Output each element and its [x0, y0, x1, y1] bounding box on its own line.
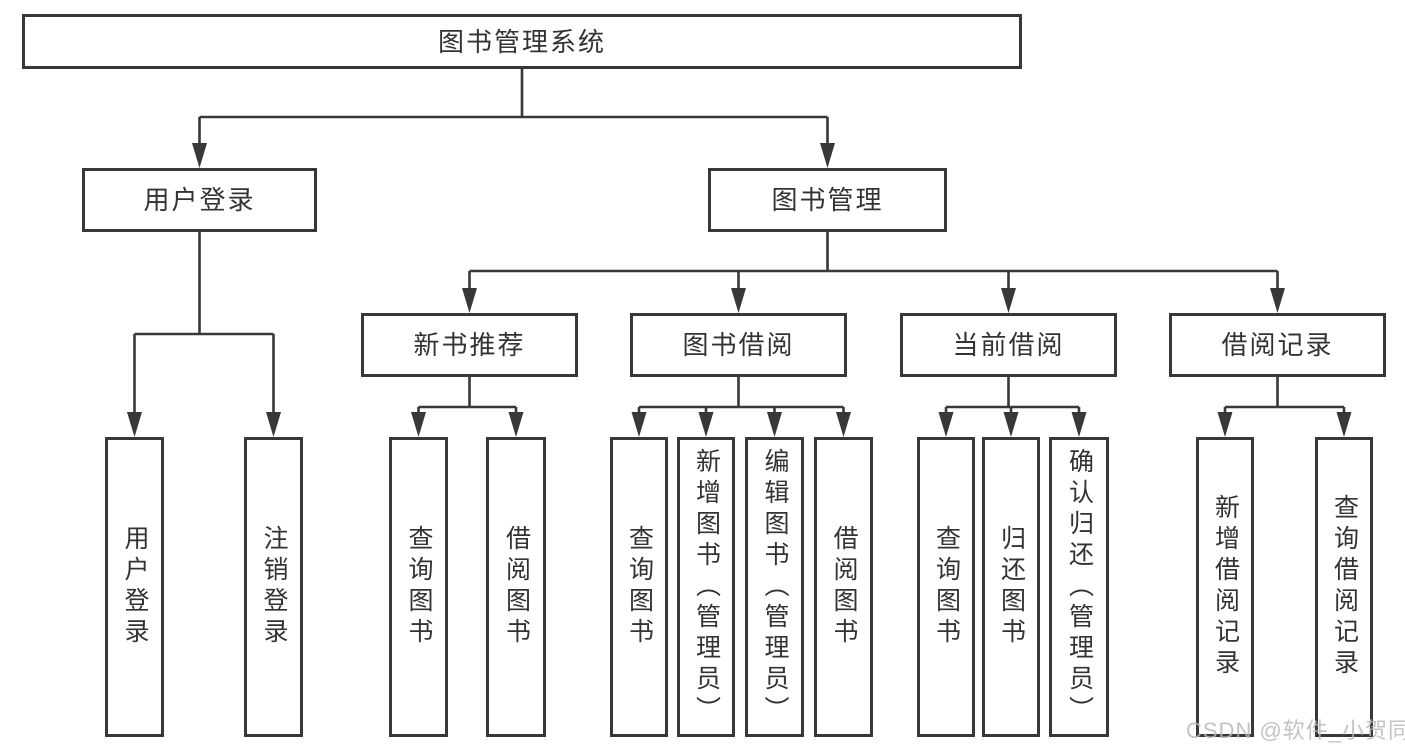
csdn-watermark: CSDN @软件_小贺同学	[1186, 718, 1405, 743]
arrow-down-icon	[1336, 412, 1352, 437]
arrow-down-icon	[462, 288, 477, 313]
leaf-query-borrow-record: 查询借阅记录	[1315, 437, 1373, 737]
arrow-down-icon	[820, 143, 835, 168]
arrow-down-icon	[1270, 288, 1285, 313]
arrow-down-icon	[127, 412, 142, 437]
node-book-borrow: 图书借阅	[630, 313, 847, 377]
leaf-add-borrow-record: 新增借阅记录	[1196, 437, 1254, 737]
leaf-add-books-admin: 新增图书（管理员）	[677, 437, 735, 737]
leaf-confirm-return-admin: 确认归还（管理员）	[1049, 437, 1109, 737]
arrow-down-icon	[1001, 288, 1016, 313]
arrow-down-icon	[266, 412, 281, 437]
node-current-borrow: 当前借阅	[900, 313, 1117, 377]
arrow-down-icon	[631, 412, 647, 437]
arrow-down-icon	[1217, 412, 1233, 437]
leaf-borrow-books-recommend: 借阅图书	[486, 437, 546, 737]
leaf-user-login: 用户登录	[105, 437, 164, 737]
leaf-query-books-borrow: 查询图书	[610, 437, 668, 737]
node-root-library-system: 图书管理系统	[22, 14, 1022, 69]
arrow-down-icon	[767, 412, 782, 437]
leaf-edit-books-admin: 编辑图书（管理员）	[745, 437, 804, 737]
arrow-down-icon	[1071, 412, 1087, 437]
arrow-down-icon	[731, 288, 746, 313]
leaf-query-books-current: 查询图书	[917, 437, 975, 737]
leaf-query-books-recommend: 查询图书	[389, 437, 448, 737]
arrow-down-icon	[192, 143, 207, 168]
arrow-down-icon	[836, 412, 851, 437]
arrow-down-icon	[508, 412, 524, 437]
node-new-book-recommend: 新书推荐	[361, 313, 578, 377]
leaf-return-books: 归还图书	[982, 437, 1040, 737]
node-borrow-records: 借阅记录	[1169, 313, 1386, 377]
arrow-down-icon	[698, 412, 714, 437]
arrow-down-icon	[938, 412, 954, 437]
node-user-login: 用户登录	[82, 168, 317, 232]
leaf-borrow-books: 借阅图书	[814, 437, 873, 737]
arrow-down-icon	[411, 412, 426, 437]
leaf-logout: 注销登录	[244, 437, 303, 737]
node-book-management: 图书管理	[708, 168, 947, 232]
arrow-down-icon	[1003, 412, 1019, 437]
